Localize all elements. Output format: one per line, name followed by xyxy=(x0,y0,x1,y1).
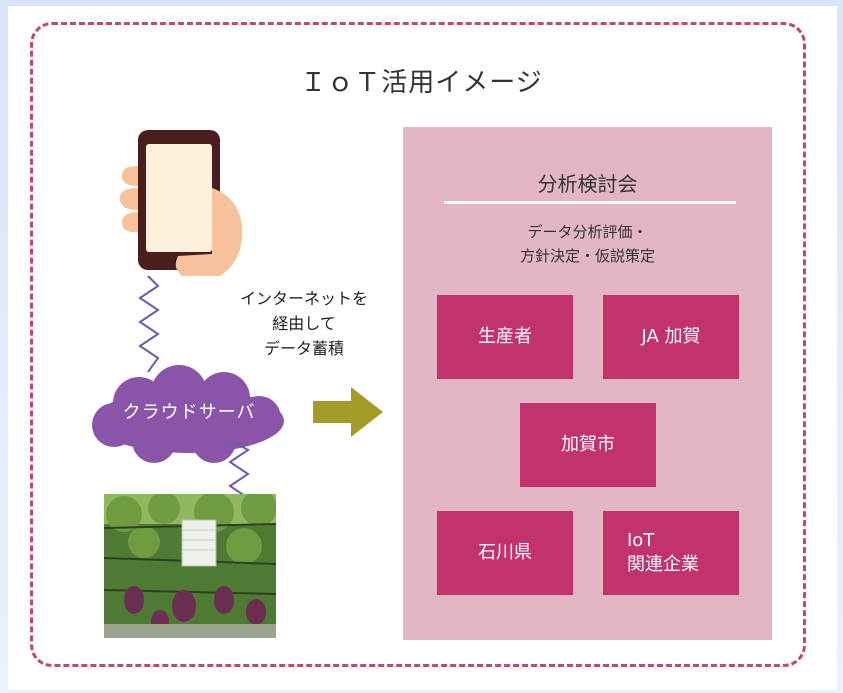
member-ja-kaga: JA 加賀 xyxy=(603,295,739,379)
committee-subtitle: データ分析評価・ 方針決定・仮説策定 xyxy=(403,220,772,268)
diagram-title: ＩｏＴ活用イメージ xyxy=(300,68,543,98)
vineyard-sensor-photo xyxy=(104,494,276,638)
member-iot-line: 関連企業 xyxy=(627,554,699,575)
description-line: インターネットを xyxy=(239,289,368,308)
smartphone-hand-icon xyxy=(112,128,247,282)
member-ishikawa-pref: 石川県 xyxy=(437,511,573,595)
member-iot-companies: IoT 関連企業 xyxy=(603,511,739,595)
data-flow-description: インターネットを 経由して データ蓄積 xyxy=(214,286,394,361)
right-arrow-icon xyxy=(313,387,383,437)
cloud-icon xyxy=(92,365,284,463)
description-line: データ蓄積 xyxy=(263,339,344,358)
committee-subtitle-line: データ分析評価・ xyxy=(527,223,648,241)
dashed-frame xyxy=(30,22,806,667)
committee-divider xyxy=(444,201,736,204)
committee-subtitle-line: 方針決定・仮説策定 xyxy=(519,247,655,265)
committee-title: 分析検討会 xyxy=(537,172,638,196)
member-producer: 生産者 xyxy=(437,295,573,379)
wireless-zigzag-icon xyxy=(228,440,250,498)
cloud-server-label: クラウドサーバ xyxy=(122,402,256,423)
member-iot-line: IoT xyxy=(627,530,655,551)
member-kaga-city: 加賀市 xyxy=(520,403,656,487)
wireless-zigzag-icon xyxy=(138,276,160,372)
description-line: 経由して xyxy=(272,314,336,333)
